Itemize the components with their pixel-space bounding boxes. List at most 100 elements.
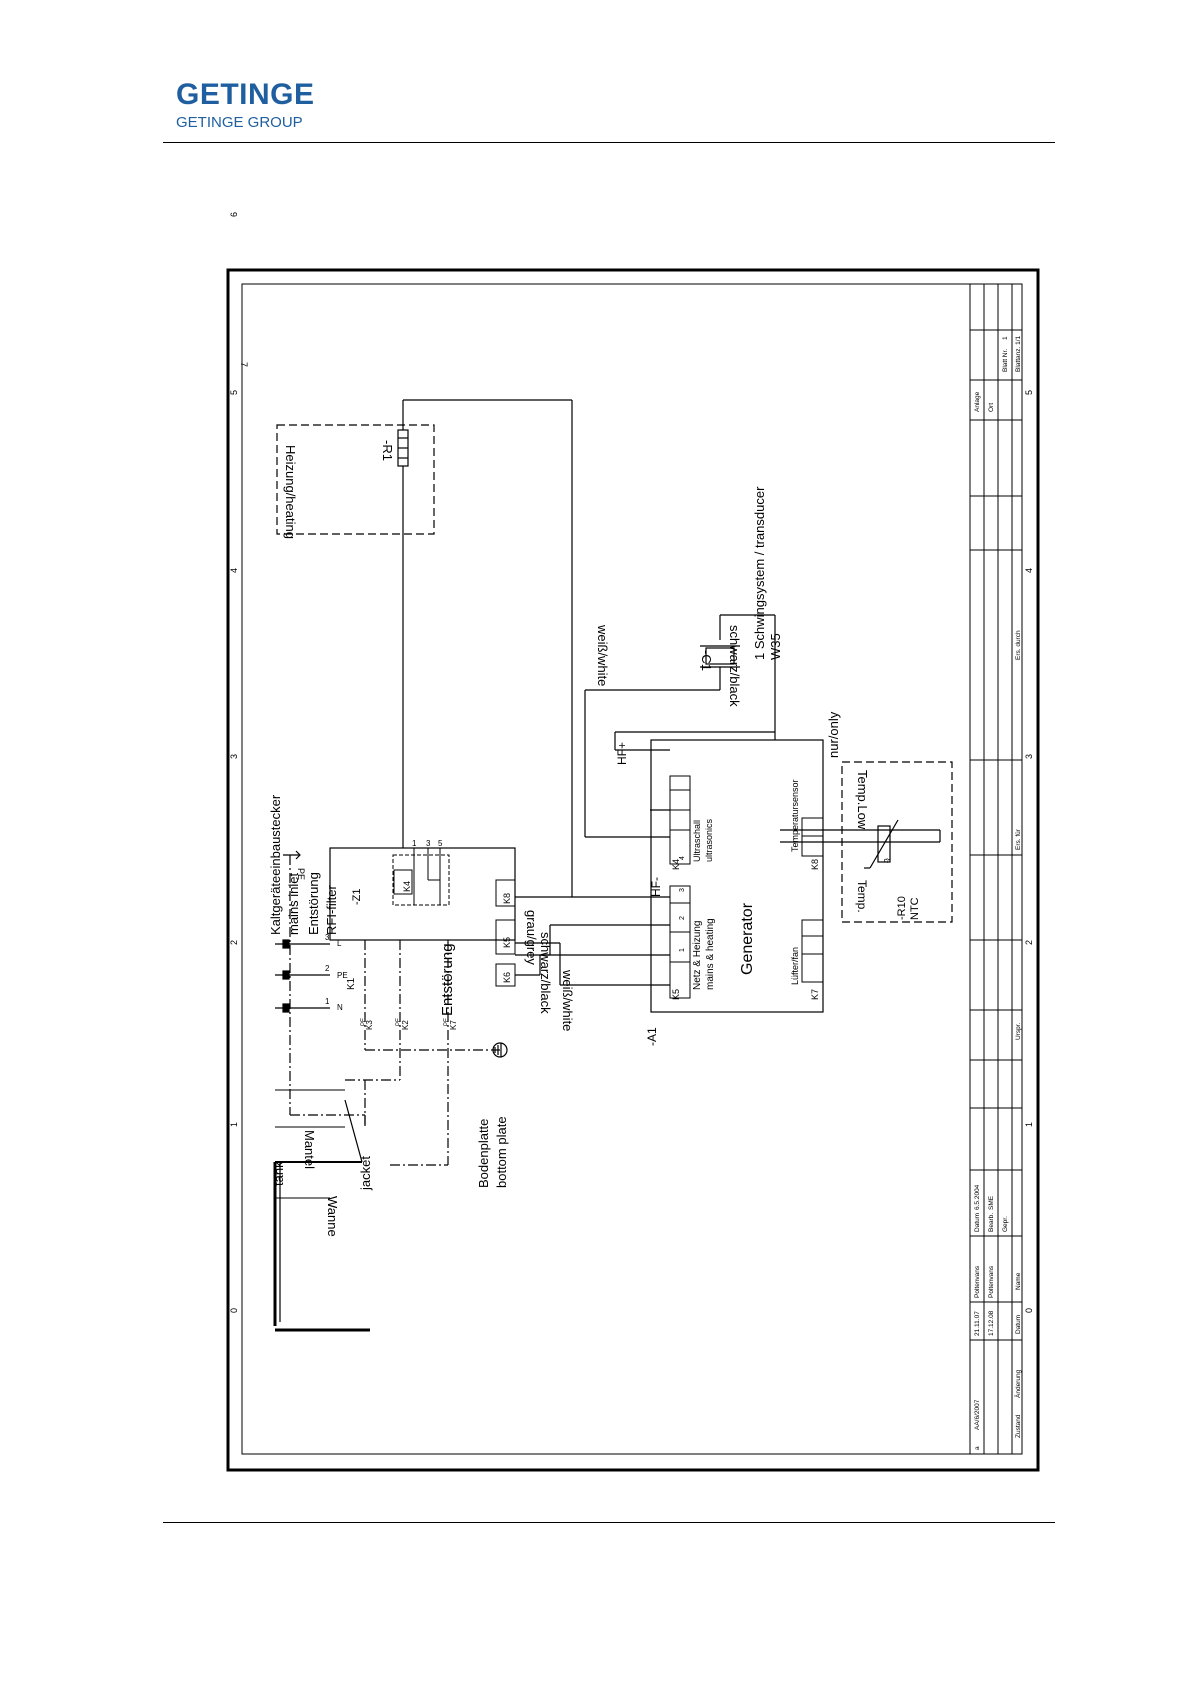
tb-rev-index: a: [974, 1446, 981, 1450]
gen-tempsensor-label: Temperatursensor: [790, 779, 800, 852]
hf-plus-label: HF+: [615, 742, 629, 765]
tb-rev-change: AA/6/2007: [974, 1399, 981, 1430]
filter-name-label: Entstörung: [439, 943, 456, 1016]
bodenplatte-label: Bodenplatte: [476, 1119, 491, 1188]
filter-pin-3-top: 3: [426, 839, 431, 848]
pe-symbol-label: PE: [296, 868, 306, 880]
gen-fan-label: Lüfter/fan: [790, 947, 800, 985]
tb-ers-fuer: Ers. für: [1015, 828, 1022, 850]
transducer-label-1: 1 Schwingsystem / transducer: [752, 486, 767, 660]
filter-k3-label: K3: [365, 1020, 374, 1030]
grid-number: 5: [1024, 390, 1034, 395]
footer-rule: [163, 1522, 1055, 1523]
heater-label: Heizung/heating: [283, 445, 298, 539]
grid-number: 1: [229, 1122, 239, 1127]
logo-main-text: GETINGE: [176, 78, 315, 111]
gen-mains-label: mains & heating: [705, 918, 716, 990]
r1-label: -R1: [380, 440, 395, 461]
z1-label: -Z1: [351, 889, 363, 906]
inlet-label-de: Kaltgeräteeinbaustecker: [268, 794, 283, 935]
tb-ers-durch: Ers. durch: [1015, 630, 1022, 660]
wire-white-hf-label: weiß/white: [595, 624, 610, 686]
mantel-label: Mantel: [302, 1130, 317, 1169]
hf-minus-label: HF-: [649, 877, 663, 897]
r10-label: -R10: [896, 896, 908, 920]
tb-rev-date: 21.11.07: [974, 1311, 981, 1336]
mains-inlet-pins: [275, 939, 330, 1013]
gen-ultra-de-label: Ultraschall: [692, 820, 702, 862]
filter-pe-pins: [364, 940, 449, 950]
filter-k4-label: K4: [402, 881, 412, 892]
gen-k5-pin-3: 3: [679, 888, 686, 892]
wire-black-c1-label: schwarz/black: [727, 625, 742, 707]
title-block: [969, 284, 1022, 1454]
transducer-label-2: W35: [768, 633, 783, 660]
ntc-thermistor-icon: [864, 819, 899, 869]
grid-number: 7: [239, 362, 249, 367]
earth-ground-icon: [492, 1042, 508, 1058]
filter-l-label: L: [337, 939, 342, 948]
filter-k4-block: [392, 854, 450, 906]
heater-box: [276, 424, 435, 535]
logo-sub-text: GETINGE GROUP: [176, 114, 303, 131]
wire-white-label: weiß/white: [560, 969, 575, 1031]
filter-pin-5-top: 5: [438, 839, 443, 848]
capacitor-c1-icon: [700, 645, 740, 668]
wiring: [402, 399, 941, 986]
filter-pin-1-top: 1: [412, 839, 417, 848]
outer-frame: [226, 268, 1040, 1472]
temp-label: Temp.: [855, 880, 869, 913]
gen-k8-label: K8: [810, 859, 820, 870]
tb-rev-name: Poltenvans: [974, 1265, 981, 1298]
gen-k7-label: K7: [810, 989, 820, 1000]
inner-frame: [241, 283, 1023, 1455]
gen-k5-pin-2: 2: [679, 916, 686, 920]
tank-label: tank: [271, 1161, 286, 1186]
getinge-logo: GETINGE GETINGE GROUP: [176, 80, 315, 132]
pe-wiring: [289, 855, 500, 1166]
tb-datum-value: 6.5.2004: [974, 1184, 981, 1210]
tb-gepr-label: Gepr.: [1002, 1216, 1009, 1232]
grid-number: 1: [1024, 1122, 1034, 1127]
tank-symbol: [273, 1089, 370, 1332]
filter-pe-k3: PE: [361, 1018, 367, 1026]
inlet-pin-1: 1: [325, 997, 330, 1006]
tb-ort: Ort: [988, 403, 995, 412]
gen-k4-label: K4: [671, 859, 681, 870]
tb-header-name: Name: [1015, 1272, 1022, 1290]
tb-header-date: Datum: [1015, 1315, 1022, 1334]
tb-blatt-nr-value: 1: [1002, 336, 1009, 340]
tb-urspr: Urspr.: [1015, 1022, 1022, 1040]
tb-anlage: Anlage: [974, 391, 981, 412]
inlet-pin-2: 2: [325, 964, 330, 973]
filter-k2-label: K2: [401, 1020, 410, 1030]
tb-datum-label: Datum: [974, 1213, 981, 1232]
bottom-plate-label: bottom plate: [494, 1116, 509, 1188]
gen-ultra-en-label: ultrasonics: [704, 818, 714, 862]
tb-bearb-label: Bearb.: [988, 1213, 995, 1232]
theta-symbol: ϑ: [882, 858, 892, 863]
filter-k8-label: K8: [502, 893, 512, 904]
filter-k7-label: K7: [449, 1020, 458, 1030]
wire-black-label: schwarz/black: [538, 932, 553, 1014]
nur-only-label: nur/only: [826, 711, 841, 758]
pe-arrow-icon: [283, 850, 301, 860]
rfi-label-de: Entstörung: [306, 872, 321, 935]
filter-pe-k7: PE: [444, 1018, 450, 1026]
c1-label: -C1: [699, 650, 714, 671]
filter-k6-label: K6: [502, 972, 512, 983]
generator-connectors: [669, 775, 824, 999]
tb-header-change: Änderung: [1014, 1369, 1022, 1398]
gen-k5-label: K5: [671, 989, 681, 1000]
grid-number: 3: [1024, 754, 1034, 759]
tb-blatt-nr-label: Blatt Nr.: [1002, 349, 1009, 372]
wanne-label: Wanne: [325, 1196, 340, 1237]
grid-number: 4: [229, 568, 239, 573]
a1-label: -A1: [645, 1027, 659, 1046]
grid-number: 4: [1024, 568, 1034, 573]
grid-number: 3: [229, 754, 239, 759]
tb-rev2-date: 17.12.08: [988, 1310, 995, 1336]
rfi-label-en: RFI-filter: [324, 885, 339, 936]
grid-number: 0: [1024, 1308, 1034, 1313]
